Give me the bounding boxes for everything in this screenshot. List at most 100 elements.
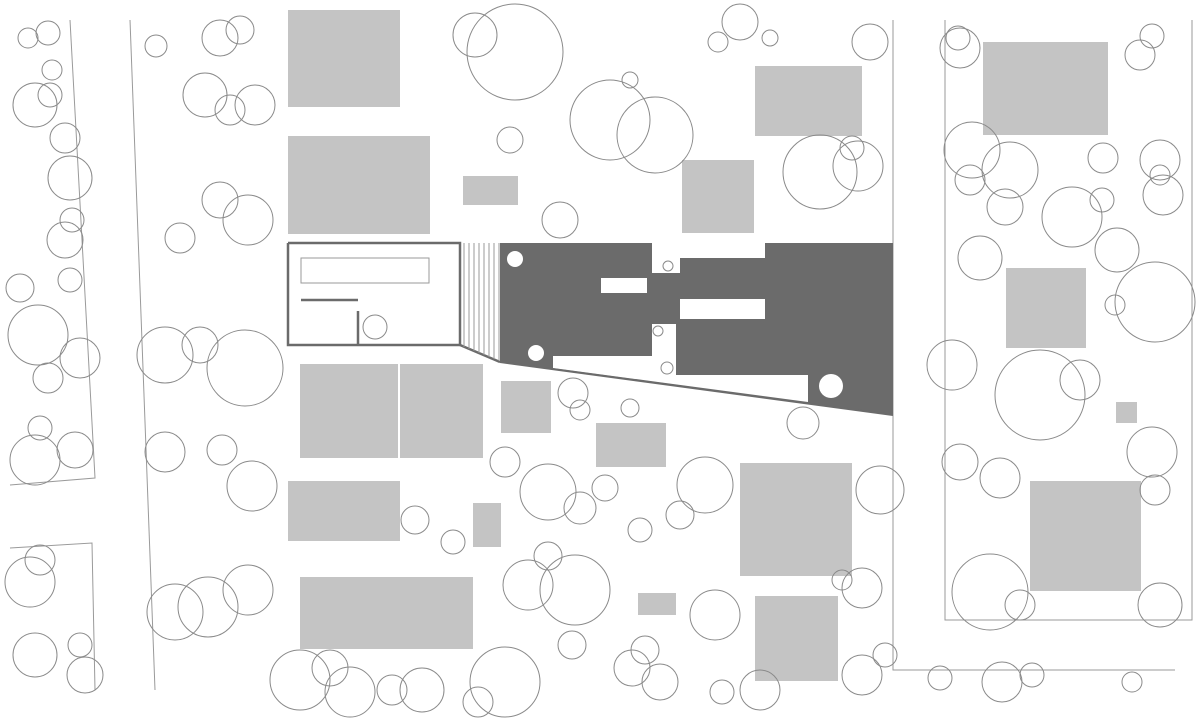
tree	[144, 431, 186, 473]
tree	[7, 304, 69, 366]
tree	[12, 632, 58, 678]
tree	[225, 15, 255, 45]
tree	[24, 544, 56, 576]
tree	[1126, 426, 1178, 478]
building	[740, 463, 852, 576]
tree	[660, 361, 674, 375]
tree	[652, 325, 664, 337]
tree	[466, 3, 564, 101]
road-edge	[9, 19, 96, 486]
tree	[376, 674, 408, 706]
tree	[620, 398, 640, 418]
tree	[541, 201, 579, 239]
tree	[59, 207, 85, 233]
tree	[462, 686, 494, 718]
tree	[1089, 187, 1115, 213]
pool	[300, 257, 430, 284]
tree	[557, 377, 589, 409]
tree	[49, 122, 81, 154]
tree	[855, 465, 905, 515]
tree	[1019, 662, 1045, 688]
tree	[1139, 474, 1171, 506]
tree-opening	[819, 374, 843, 398]
tree	[1059, 359, 1101, 401]
tree	[1142, 174, 1184, 216]
building	[1006, 268, 1086, 348]
tree	[399, 667, 445, 713]
tree	[641, 663, 679, 701]
building	[400, 364, 483, 458]
tree	[1004, 589, 1036, 621]
tree	[222, 194, 274, 246]
building	[638, 593, 676, 615]
tree	[951, 553, 1029, 631]
tree	[986, 188, 1024, 226]
tree	[214, 94, 246, 126]
tree	[1121, 671, 1143, 693]
building	[288, 481, 400, 541]
tree	[689, 589, 741, 641]
tree	[469, 646, 541, 718]
stairs	[463, 243, 500, 361]
building	[1116, 402, 1137, 423]
tree	[9, 434, 61, 486]
tree-opening	[507, 251, 523, 267]
tree	[782, 134, 858, 210]
tree	[56, 431, 94, 469]
building	[300, 577, 473, 649]
tree	[979, 457, 1021, 499]
tree	[761, 29, 779, 47]
tree	[994, 349, 1086, 441]
tree	[519, 463, 577, 521]
tree	[144, 34, 168, 58]
tree	[676, 456, 734, 514]
tree	[665, 500, 695, 530]
building	[473, 503, 501, 547]
tree	[1104, 294, 1126, 316]
tree	[569, 399, 591, 421]
tree	[981, 661, 1023, 703]
building	[300, 364, 398, 458]
tree	[872, 642, 898, 668]
buildings	[288, 10, 1141, 681]
tree	[709, 679, 735, 705]
building	[1030, 481, 1141, 591]
tree	[222, 564, 274, 616]
tree	[662, 260, 674, 272]
building	[463, 176, 518, 205]
tree	[35, 20, 61, 46]
tree	[164, 222, 196, 254]
tree	[943, 121, 1001, 179]
tree	[721, 3, 759, 41]
tree	[452, 12, 498, 58]
tree	[234, 84, 276, 126]
tree	[57, 267, 83, 293]
tree	[182, 72, 228, 118]
tree	[613, 649, 651, 687]
building	[501, 381, 551, 433]
tree	[1137, 582, 1183, 628]
tree	[181, 326, 219, 364]
tree	[954, 164, 986, 196]
tree	[839, 135, 865, 161]
tree	[59, 337, 101, 379]
tree	[939, 27, 981, 69]
building	[983, 42, 1108, 135]
tree	[1114, 261, 1196, 343]
tree	[226, 460, 278, 512]
tree	[1139, 23, 1165, 49]
road-edge	[892, 20, 1175, 671]
tree	[177, 576, 239, 638]
tree	[945, 25, 971, 51]
tree	[957, 235, 1003, 281]
tree	[440, 529, 466, 555]
tree	[46, 221, 84, 259]
tree	[739, 669, 781, 711]
tree	[841, 567, 883, 609]
tree	[533, 541, 563, 571]
courtyard-opening	[601, 278, 647, 293]
tree-opening	[528, 345, 544, 361]
tree	[496, 126, 524, 154]
tree	[831, 569, 853, 591]
